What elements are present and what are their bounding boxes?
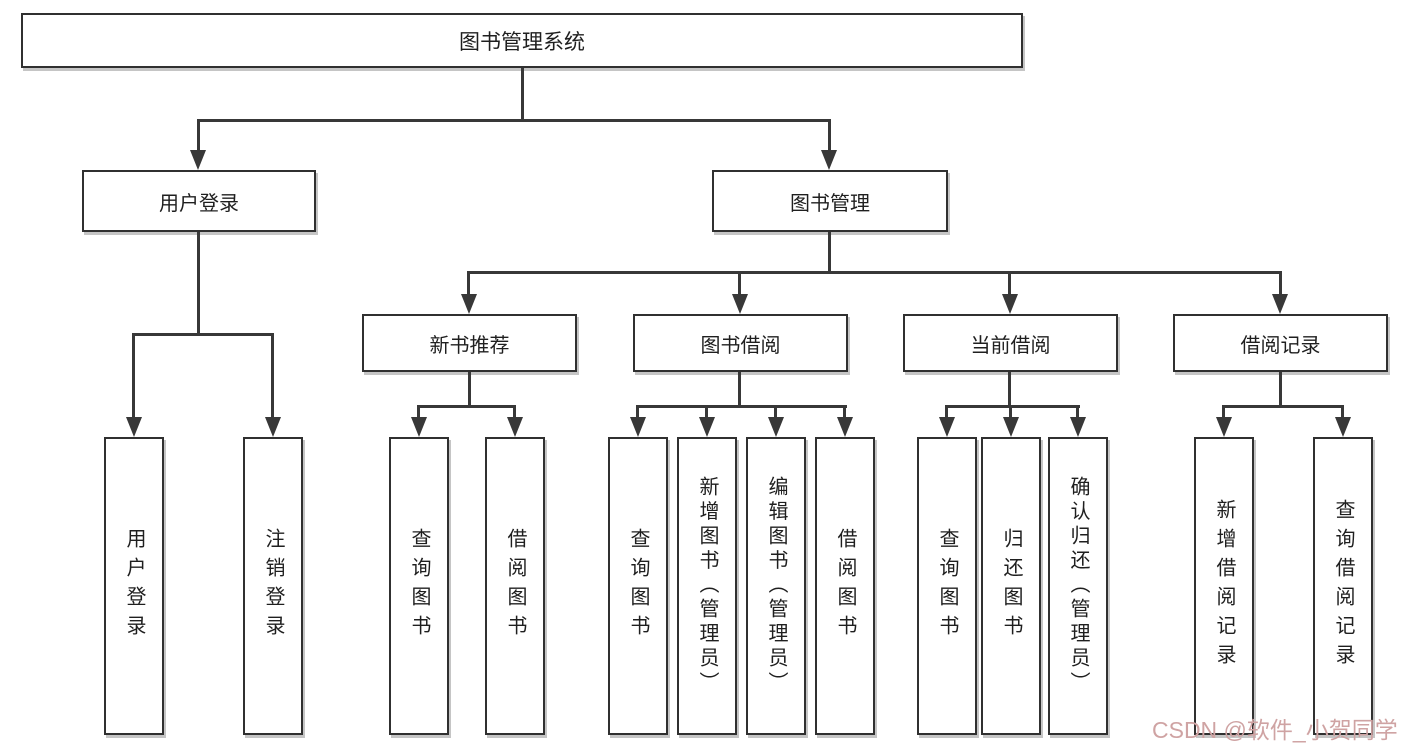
- leaf-borrow-books: 借阅图书: [815, 437, 875, 735]
- connector-drop-current-borrow: [1008, 271, 1011, 298]
- node-current-borrowing: 当前借阅: [903, 314, 1118, 372]
- connector-drop-leaf: [1222, 405, 1225, 420]
- connector-drop-leaf: [1076, 405, 1079, 420]
- connector-drop-new-book: [467, 271, 470, 298]
- connector-drop-borrow-records: [1279, 271, 1282, 298]
- node-book-management: 图书管理: [712, 170, 948, 232]
- connector-drop-book-mgmt: [828, 119, 831, 153]
- connector-new-book-bus: [417, 405, 516, 408]
- leaf-query-books: 查询图书: [917, 437, 977, 735]
- node-root-library-system: 图书管理系统: [21, 13, 1023, 68]
- connector-drop-leaf: [1009, 405, 1012, 420]
- connector-level1-bus: [197, 119, 831, 122]
- down-arrowhead-icon: [768, 417, 784, 437]
- connector-root-stem: [521, 68, 524, 121]
- node-user-login: 用户登录: [82, 170, 316, 232]
- connector-level3-bus: [467, 271, 1282, 274]
- down-arrowhead-icon: [126, 417, 142, 437]
- leaf-edit-books-admin: 编辑图书（管理员）: [746, 437, 806, 735]
- connector-user-login-bus: [132, 333, 274, 336]
- leaf-add-borrow-record: 新增借阅记录: [1194, 437, 1254, 735]
- leaf-logout: 注销登录: [243, 437, 303, 735]
- down-arrowhead-icon: [1272, 294, 1288, 314]
- leaf-query-books: 查询图书: [389, 437, 449, 735]
- node-borrowing-records: 借阅记录: [1173, 314, 1388, 372]
- down-arrowhead-icon: [1002, 294, 1018, 314]
- connector-drop-leaf: [132, 333, 135, 420]
- down-arrowhead-icon: [1003, 417, 1019, 437]
- connector-drop-leaf: [705, 405, 708, 420]
- down-arrowhead-icon: [461, 294, 477, 314]
- down-arrowhead-icon: [699, 417, 715, 437]
- down-arrowhead-icon: [821, 150, 837, 170]
- connector-current-borrow-bus: [945, 405, 1080, 408]
- connector-book-borrow-bus: [636, 405, 847, 408]
- connector-user-login-stem: [197, 232, 200, 336]
- connector-drop-user-login: [197, 119, 200, 153]
- down-arrowhead-icon: [190, 150, 206, 170]
- connector-drop-book-borrow: [738, 271, 741, 298]
- leaf-confirm-return-admin: 确认归还（管理员）: [1048, 437, 1108, 735]
- node-book-borrowing: 图书借阅: [633, 314, 848, 372]
- connector-book-borrow-stem: [738, 372, 741, 408]
- node-new-book-recommend: 新书推荐: [362, 314, 577, 372]
- leaf-borrow-books: 借阅图书: [485, 437, 545, 735]
- connector-drop-leaf: [636, 405, 639, 420]
- leaf-user-login: 用户登录: [104, 437, 164, 735]
- down-arrowhead-icon: [630, 417, 646, 437]
- down-arrowhead-icon: [265, 417, 281, 437]
- connector-drop-leaf: [843, 405, 846, 420]
- leaf-return-books: 归还图书: [981, 437, 1041, 735]
- down-arrowhead-icon: [939, 417, 955, 437]
- connector-drop-leaf: [774, 405, 777, 420]
- down-arrowhead-icon: [411, 417, 427, 437]
- down-arrowhead-icon: [1335, 417, 1351, 437]
- connector-book-mgmt-stem: [828, 232, 831, 274]
- connector-borrow-records-stem: [1279, 372, 1282, 408]
- connector-borrow-records-bus: [1222, 405, 1344, 408]
- down-arrowhead-icon: [507, 417, 523, 437]
- down-arrowhead-icon: [1070, 417, 1086, 437]
- connector-drop-leaf: [1341, 405, 1344, 420]
- connector-current-borrow-stem: [1008, 372, 1011, 408]
- down-arrowhead-icon: [837, 417, 853, 437]
- leaf-query-books: 查询图书: [608, 437, 668, 735]
- connector-drop-leaf: [945, 405, 948, 420]
- connector-drop-leaf: [271, 333, 274, 420]
- down-arrowhead-icon: [1216, 417, 1232, 437]
- connector-drop-leaf: [513, 405, 516, 420]
- connector-drop-leaf: [417, 405, 420, 420]
- connector-new-book-stem: [468, 372, 471, 408]
- csdn-watermark: CSDN @软件_小贺同学: [1152, 717, 1398, 743]
- down-arrowhead-icon: [732, 294, 748, 314]
- leaf-add-books-admin: 新增图书（管理员）: [677, 437, 737, 735]
- leaf-query-borrow-record: 查询借阅记录: [1313, 437, 1373, 735]
